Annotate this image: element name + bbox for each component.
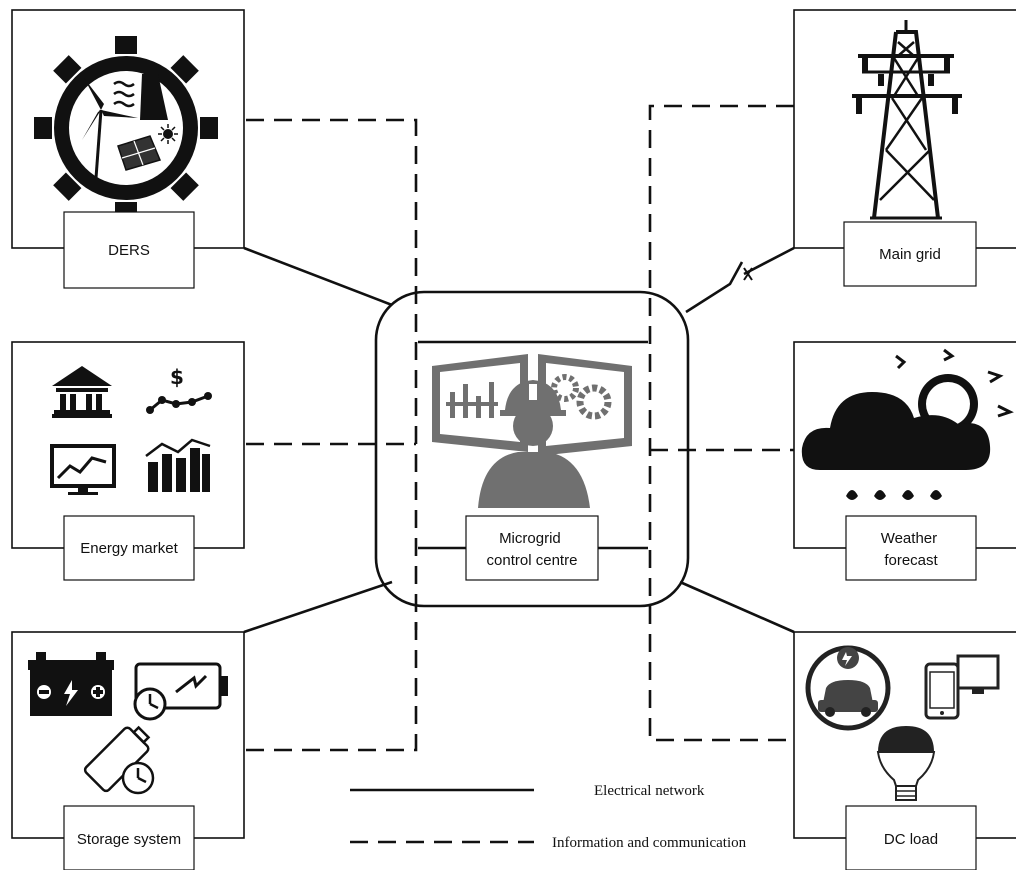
- energy-market-label-box: [63, 515, 195, 581]
- legend-electrical-label: Electrical network: [594, 783, 705, 799]
- storage-info-line: [246, 620, 418, 752]
- control-centre-label: Microgrid control centre: [487, 530, 578, 569]
- svg-text:$: $: [170, 365, 184, 389]
- information-connections: [246, 104, 794, 752]
- ders-label: DERS: [108, 242, 150, 259]
- dc-devices-icons: [805, 645, 1000, 801]
- light-bulb-icon: [876, 726, 936, 801]
- maingrid-electrical-line-b: [743, 246, 795, 276]
- renewable-gear-icon: [34, 36, 218, 220]
- main-grid-label: Main grid: [879, 246, 941, 263]
- dc-load-label: DC load: [884, 831, 938, 848]
- battery-clock-icon: [133, 662, 228, 721]
- storage-system-label-box: [63, 805, 195, 870]
- legend-information-label: Information and communication: [552, 835, 747, 851]
- maingrid-electrical-line-a: [685, 261, 744, 314]
- battery-icons: [28, 652, 228, 795]
- weather-forecast-label: Weather forecast: [881, 530, 942, 569]
- empty-battery-clock-icon: [83, 725, 155, 795]
- transmission-tower-icon: [852, 20, 962, 220]
- control-centre-label-box: [465, 515, 599, 581]
- dc-load-label-box: [845, 805, 977, 870]
- operator-monitors-icon: [432, 354, 632, 508]
- dollar-graph-icon: $: [146, 365, 212, 414]
- legend: Electrical network Information and commu…: [350, 783, 747, 851]
- ders-electrical-line: [243, 246, 393, 307]
- storage-system-label: Storage system: [77, 831, 181, 848]
- switch-icon: [743, 267, 753, 281]
- devices-icon: [924, 654, 1000, 720]
- bank-icon: [52, 366, 112, 418]
- weather-forecast-label-box: [845, 515, 977, 581]
- ders-info-line: [246, 118, 418, 630]
- main-grid-box: [793, 9, 1016, 249]
- storm-cloud-icon: [801, 348, 1014, 500]
- electrical-connections: [243, 246, 795, 634]
- main-grid-label-box: [843, 221, 977, 287]
- ders-label-box: [63, 211, 195, 289]
- bar-chart-icon: [145, 438, 211, 492]
- storage-electrical-line: [243, 580, 393, 634]
- car-battery-icon: [28, 652, 114, 716]
- ev-charging-icon: [805, 645, 891, 731]
- dcload-electrical-line: [679, 580, 795, 634]
- grid-dcload-info-line: [648, 104, 794, 742]
- energy-market-label: Energy market: [80, 540, 178, 557]
- control-centre-frame: [374, 290, 690, 608]
- monitor-chart-icon: [50, 444, 116, 495]
- market-icons: $: [50, 365, 212, 495]
